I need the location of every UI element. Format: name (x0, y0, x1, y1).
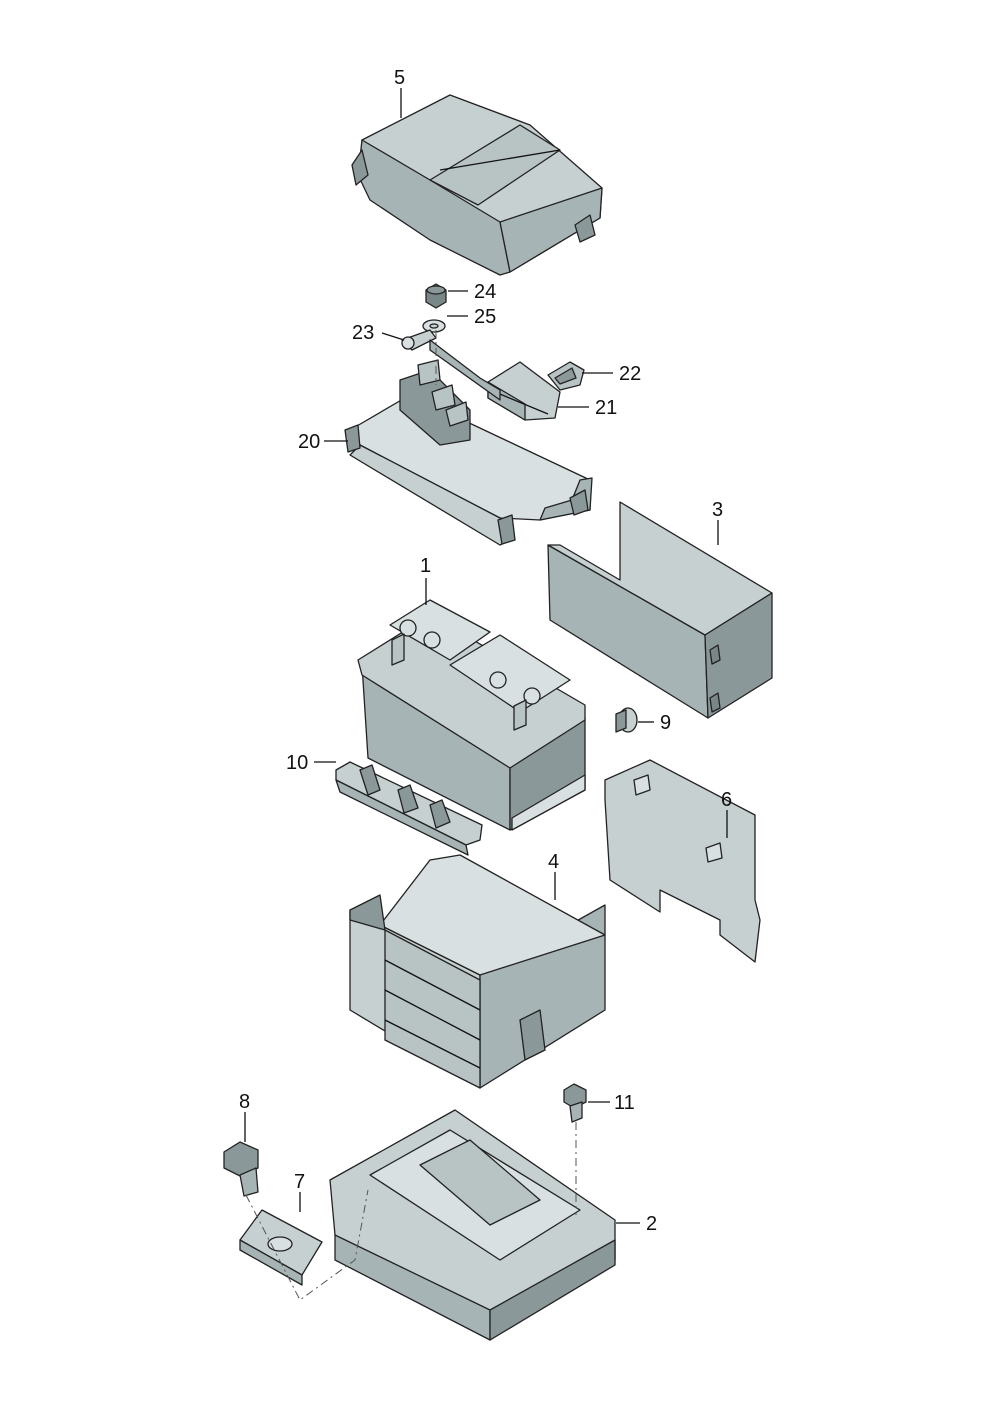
battery-part[interactable] (357, 599, 586, 831)
callout-5: 5 (394, 67, 405, 89)
screw-part[interactable] (563, 1083, 587, 1123)
assembly-line (245, 1189, 369, 1301)
plug-part[interactable] (615, 707, 638, 733)
mounting-bracket-part[interactable] (239, 1209, 323, 1286)
callout-24: 24 (474, 281, 496, 303)
retaining-strip-part[interactable] (335, 761, 483, 856)
callout-7: 7 (294, 1171, 305, 1193)
fuse-part[interactable] (547, 361, 585, 391)
callout-6: 6 (721, 789, 732, 811)
battery-box-part[interactable] (349, 854, 606, 1089)
callout-11: 11 (614, 1092, 635, 1114)
callout-22: 22 (619, 363, 641, 385)
callout-1: 1 (420, 555, 431, 577)
leader-lines (244, 88, 728, 1224)
side-heat-shield-part[interactable] (604, 759, 761, 963)
callout-2: 2 (646, 1213, 657, 1235)
battery-cover-part[interactable] (351, 94, 603, 276)
callout-21: 21 (595, 397, 617, 419)
battery-tray-part[interactable] (329, 1109, 616, 1341)
callout-4: 4 (548, 851, 559, 873)
bracket-tray-part[interactable] (344, 339, 593, 546)
callout-20: 20 (298, 431, 320, 453)
callout-25: 25 (474, 306, 496, 328)
callout-3: 3 (712, 499, 723, 521)
washer-part[interactable] (422, 319, 446, 333)
bolt-part[interactable] (223, 1141, 259, 1197)
callout-10: 10 (286, 752, 308, 774)
callout-9: 9 (660, 712, 671, 734)
callout-23: 23 (352, 322, 374, 344)
callout-8: 8 (239, 1091, 250, 1113)
heat-insulation-part[interactable] (547, 501, 773, 719)
nut-part[interactable] (425, 283, 447, 309)
